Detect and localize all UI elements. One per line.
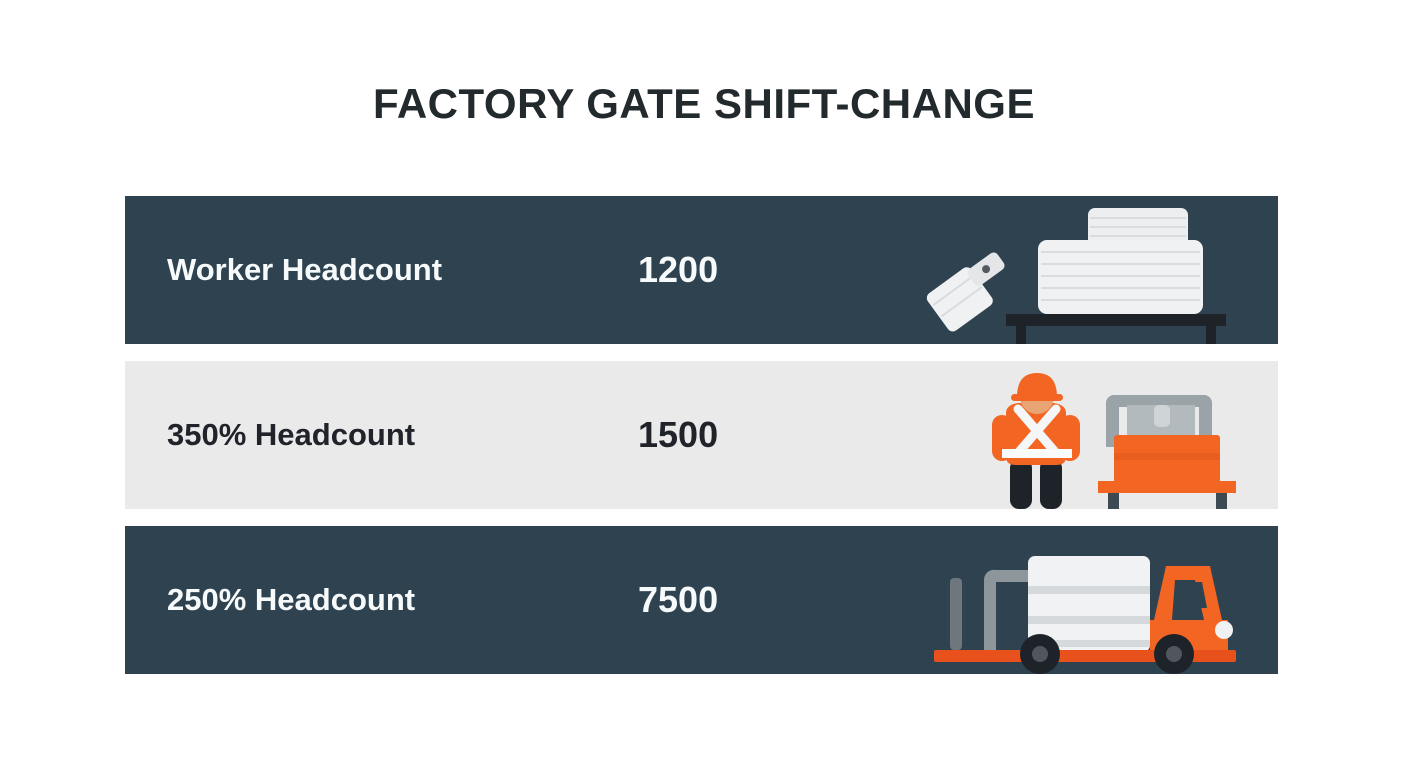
stat-row-label: Worker Headcount <box>167 252 443 287</box>
stat-row: Worker Headcount 1200 <box>125 196 1278 344</box>
worker-with-pallet-jack-icon <box>918 361 1278 509</box>
stat-row: 250% Headcount 7500 <box>125 526 1278 674</box>
stat-row: 350% Headcount 1500 <box>125 361 1278 509</box>
stat-row-label: 250% Headcount <box>167 582 416 617</box>
crate-stack-on-bench-icon <box>918 196 1278 344</box>
stat-row-value: 1500 <box>638 414 719 455</box>
stat-row-value: 1200 <box>638 249 719 290</box>
stat-row-label: 350% Headcount <box>167 417 416 452</box>
stat-row-list: Worker Headcount 1200 <box>125 196 1278 674</box>
stat-row-value: 7500 <box>638 579 719 620</box>
forklift-carrying-load-icon <box>918 526 1278 674</box>
page-title: FACTORY GATE SHIFT-CHANGE <box>373 80 1035 127</box>
